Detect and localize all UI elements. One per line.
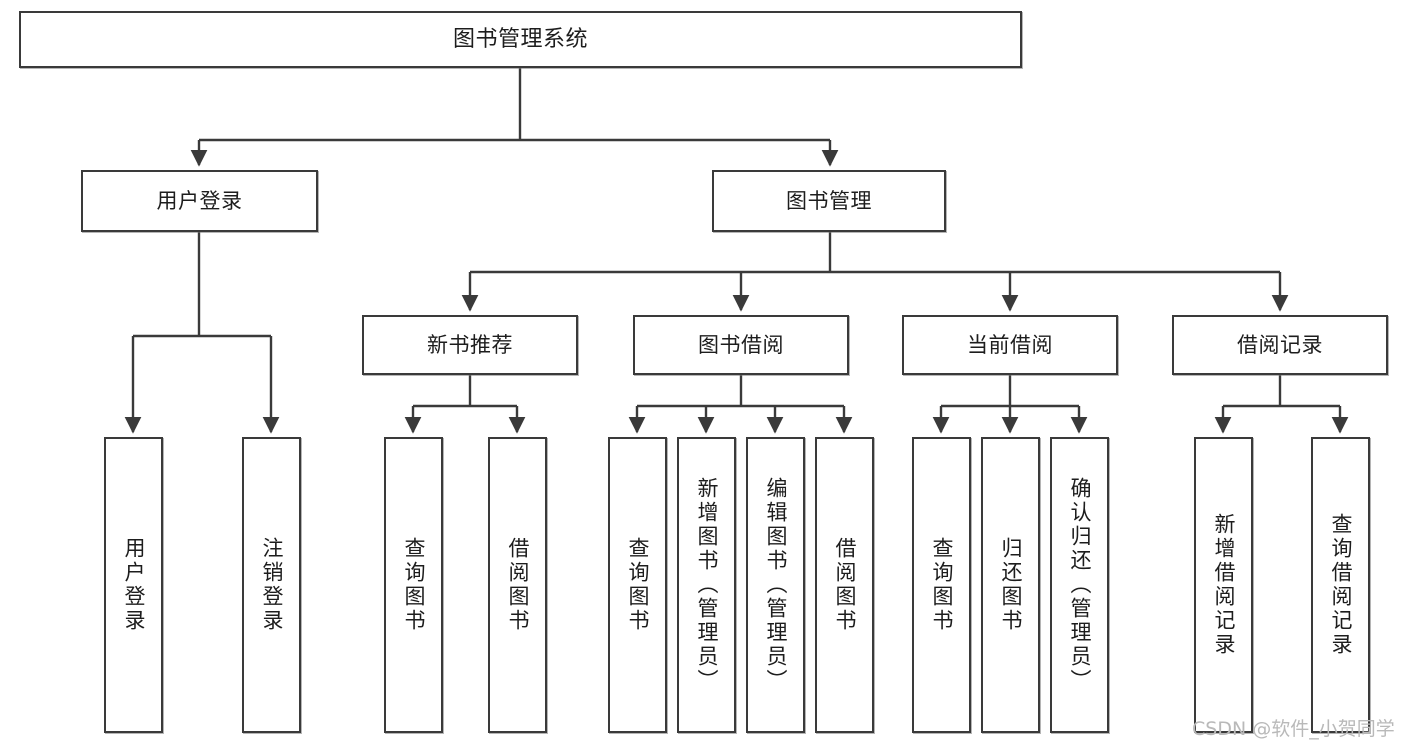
leaf-bookborrow-query-book[interactable]: 查询图书 — [608, 437, 667, 733]
node-label: 新增图书（管理员） — [695, 477, 719, 693]
node-label: 编辑图书（管理员） — [764, 477, 788, 693]
leaf-currentborrow-query-book[interactable]: 查询图书 — [912, 437, 971, 733]
node-label: 新书推荐 — [427, 332, 513, 357]
node-borrow-record[interactable]: 借阅记录 — [1172, 315, 1388, 375]
node-label: 当前借阅 — [967, 332, 1053, 357]
node-label: 查询图书 — [402, 537, 426, 633]
leaf-bookborrow-borrow-book[interactable]: 借阅图书 — [815, 437, 874, 733]
leaf-currentborrow-return-book[interactable]: 归还图书 — [981, 437, 1040, 733]
node-label: 确认归还（管理员） — [1068, 477, 1092, 693]
node-label: 借阅记录 — [1237, 332, 1323, 357]
node-book-borrow[interactable]: 图书借阅 — [633, 315, 849, 375]
node-label: 查询图书 — [626, 537, 650, 633]
node-label: 借阅图书 — [506, 537, 530, 633]
node-label: 查询借阅记录 — [1329, 513, 1353, 657]
node-label: 用户登录 — [156, 188, 243, 213]
node-user-login[interactable]: 用户登录 — [81, 170, 318, 232]
leaf-bookborrow-add-book[interactable]: 新增图书（管理员） — [677, 437, 736, 733]
node-label: 图书借阅 — [698, 332, 784, 357]
leaf-borrowrecord-add-record[interactable]: 新增借阅记录 — [1194, 437, 1253, 733]
node-label: 归还图书 — [999, 537, 1023, 633]
node-label: 查询图书 — [930, 537, 954, 633]
node-label: 图书管理 — [786, 188, 872, 213]
node-label: 借阅图书 — [833, 537, 857, 633]
node-book-management[interactable]: 图书管理 — [712, 170, 946, 232]
leaf-newbook-query-book[interactable]: 查询图书 — [384, 437, 443, 733]
node-root-system[interactable]: 图书管理系统 — [19, 11, 1022, 68]
leaf-bookborrow-edit-book[interactable]: 编辑图书（管理员） — [746, 437, 805, 733]
node-current-borrow[interactable]: 当前借阅 — [902, 315, 1118, 375]
node-label: 图书管理系统 — [452, 26, 588, 52]
leaf-logout[interactable]: 注销登录 — [242, 437, 301, 733]
leaf-borrowrecord-query-record[interactable]: 查询借阅记录 — [1311, 437, 1370, 733]
leaf-newbook-borrow-book[interactable]: 借阅图书 — [488, 437, 547, 733]
node-label: 新增借阅记录 — [1212, 513, 1236, 657]
node-label: 用户登录 — [122, 537, 146, 633]
leaf-currentborrow-confirm-return[interactable]: 确认归还（管理员） — [1050, 437, 1109, 733]
node-label: 注销登录 — [260, 537, 284, 633]
leaf-user-login[interactable]: 用户登录 — [104, 437, 163, 733]
node-new-book-recommend[interactable]: 新书推荐 — [362, 315, 578, 375]
